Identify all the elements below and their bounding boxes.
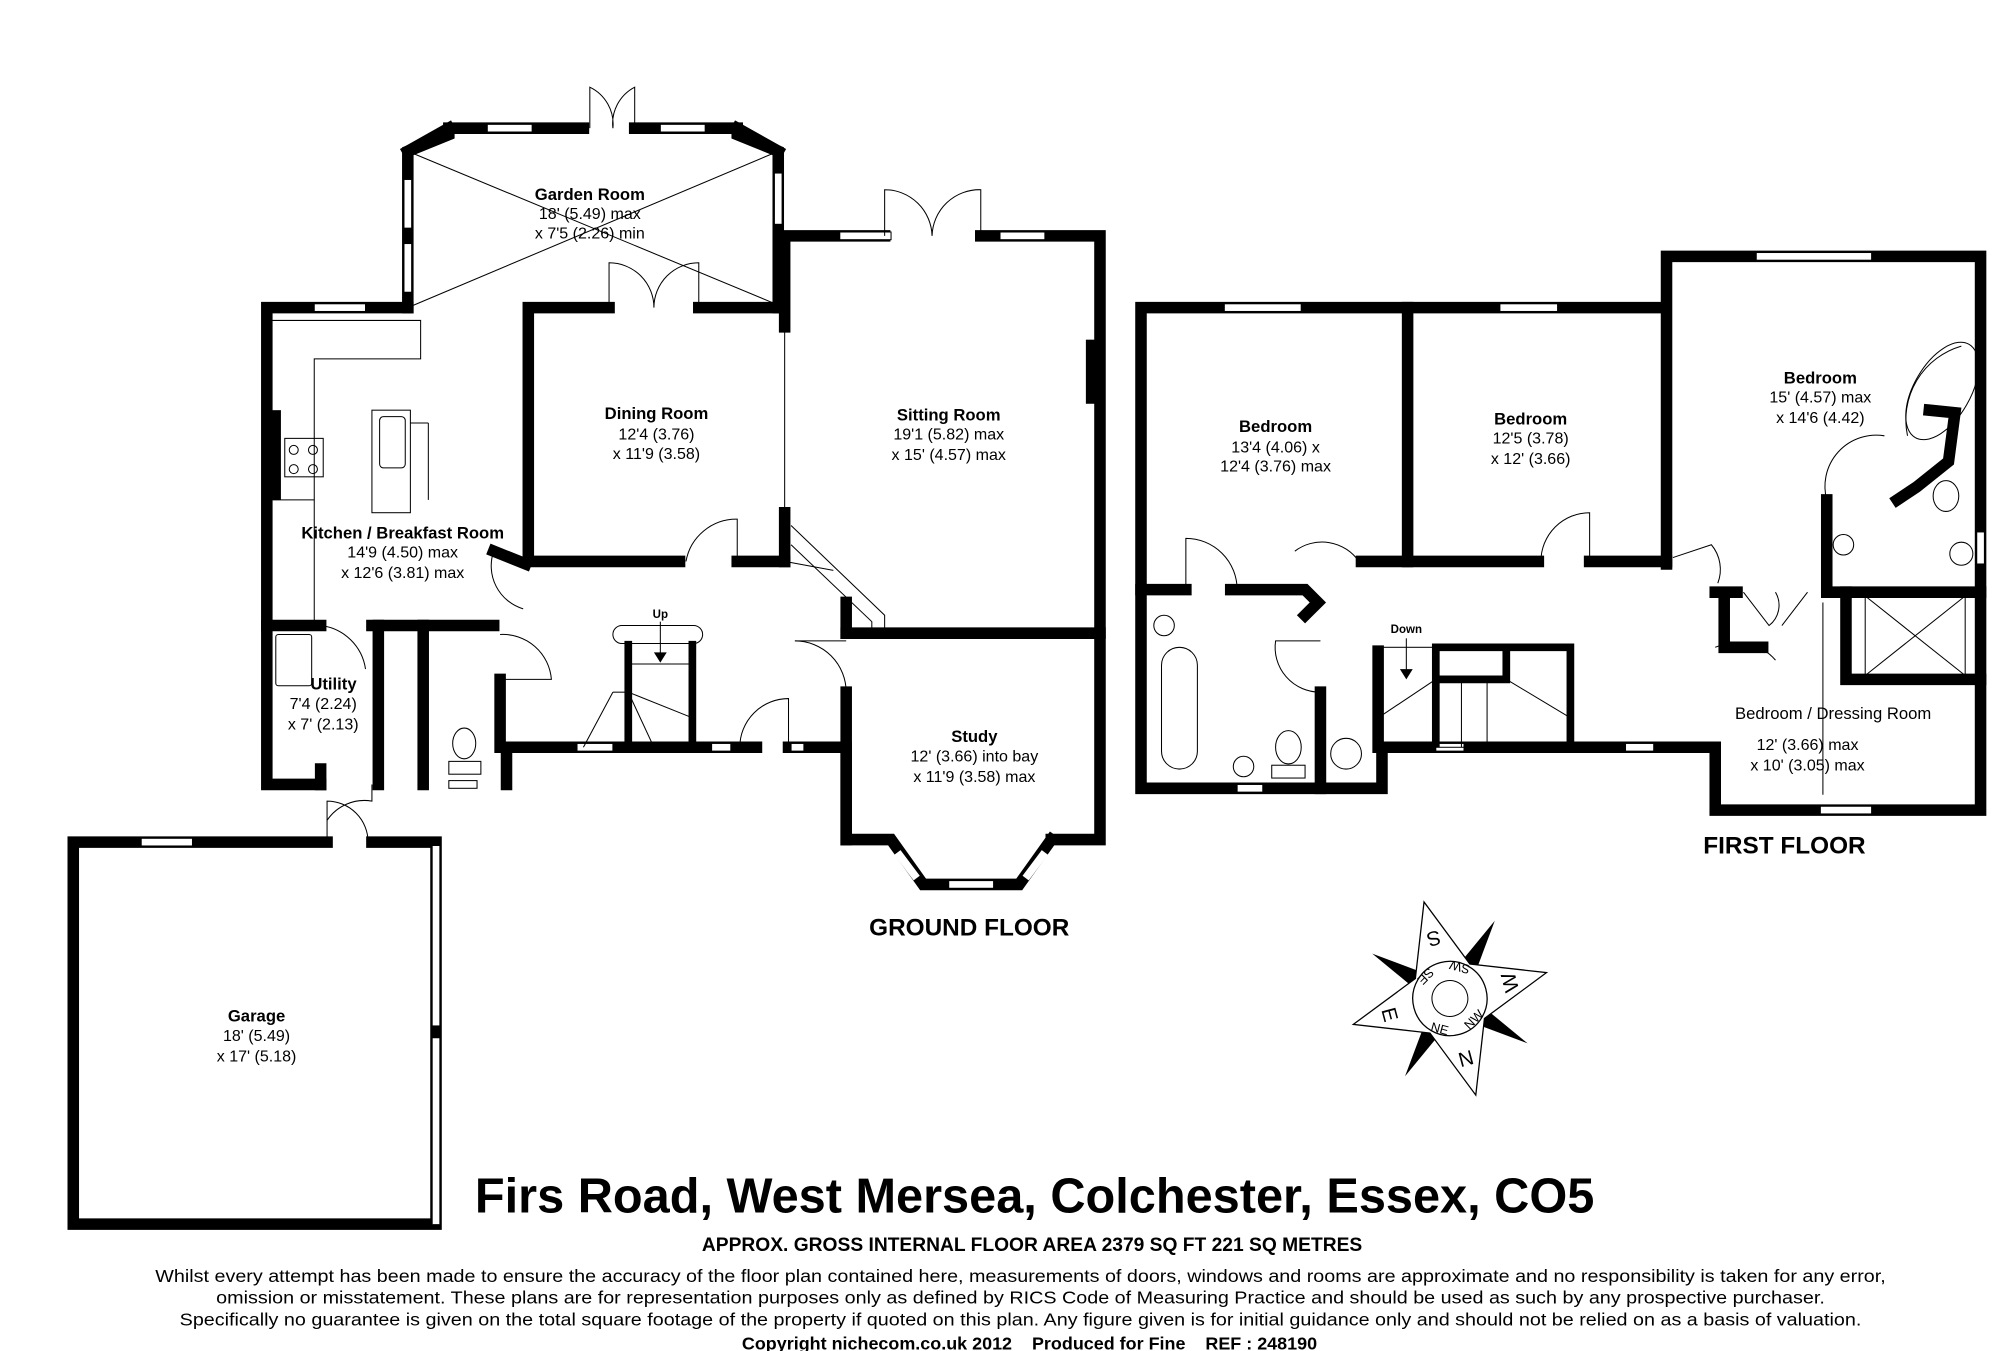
room-name: Bedroom (1494, 409, 1567, 428)
floor-area: APPROX. GROSS INTERNAL FLOOR AREA 2379 S… (702, 1235, 1363, 1256)
room-dimension: x 17' (5.18) (217, 1047, 297, 1065)
room-dimension: 18' (5.49) max (539, 205, 641, 223)
sitting-room-walls (778, 189, 1106, 846)
room-label-bedroom-3: Bedroom 15' (4.57) max x 14'6 (4.42) (1769, 368, 1871, 427)
room-label-study: Study 12' (3.66) into bay x 11'9 (3.58) … (911, 727, 1039, 786)
dining-room-walls (486, 262, 791, 610)
disclaimer-line: Whilst every attempt has been made to en… (155, 1266, 1885, 1286)
room-name: Study (951, 727, 998, 746)
room-dimension: 12' (3.66) max (1757, 736, 1859, 754)
kitchen-walls (261, 301, 429, 791)
copyright: Copyright nichecom.co.uk 2012 Produced f… (742, 1334, 1317, 1351)
stairs-up-label: Up (653, 609, 668, 621)
compass-rose-icon: N S W E SE SW NW NE (1351, 900, 1549, 1097)
hall-walls (261, 619, 852, 846)
ground-floor-plan: Garden Room 18' (5.49) max x 7'5 (2.26) … (67, 86, 1106, 1230)
room-dimension: 15' (4.57) max (1769, 388, 1871, 406)
room-label-dining-room: Dining Room 12'4 (3.76) x 11'9 (3.58) (605, 404, 709, 463)
compass-ne: NE (1429, 1019, 1450, 1038)
room-dimension: 12'4 (3.76) (618, 426, 694, 444)
room-name: Bedroom / Dressing Room (1735, 704, 1931, 723)
property-address: Firs Road, West Mersea, Colchester, Esse… (475, 1170, 1594, 1224)
room-dimension: x 12'6 (3.81) max (341, 564, 464, 582)
room-dimension: 7'4 (2.24) (290, 695, 357, 713)
room-dimension: x 10' (3.05) max (1750, 756, 1864, 774)
room-label-dressing-room: Bedroom / Dressing Room 12' (3.66) max x… (1735, 704, 1931, 774)
compass-south: S (1424, 925, 1443, 951)
room-label-sitting-room: Sitting Room 19'1 (5.82) max x 15' (4.57… (892, 405, 1006, 464)
garage-walls (67, 800, 442, 1230)
room-dimension: x 7'5 (2.26) min (535, 224, 645, 242)
room-dimension: x 15' (4.57) max (892, 446, 1006, 464)
first-floor-walls (1135, 250, 1987, 816)
room-name: Utility (310, 675, 357, 694)
room-name: Bedroom (1239, 417, 1312, 436)
disclaimer-line: Specifically no guarantee is given on th… (180, 1309, 1862, 1329)
footer: Firs Road, West Mersea, Colchester, Esse… (155, 1170, 1885, 1351)
room-name: Sitting Room (897, 405, 1001, 424)
room-name: Kitchen / Breakfast Room (301, 523, 504, 542)
room-name: Garden Room (535, 185, 645, 204)
room-label-garden-room: Garden Room 18' (5.49) max x 7'5 (2.26) … (535, 185, 645, 242)
room-dimension: 13'4 (4.06) x (1231, 438, 1320, 456)
room-label-kitchen: Kitchen / Breakfast Room 14'9 (4.50) max… (301, 523, 504, 582)
room-dimension: 12'5 (3.78) (1493, 429, 1569, 447)
compass-east: E (1376, 1005, 1402, 1024)
room-dimension: 18' (5.49) (223, 1027, 290, 1045)
room-dimension: x 7' (2.13) (288, 715, 359, 733)
room-dimension: x 11'9 (3.58) (613, 445, 700, 463)
room-name: Garage (228, 1007, 285, 1026)
room-label-garage: Garage 18' (5.49) x 17' (5.18) (217, 1007, 297, 1066)
stairs-down-label: Down (1391, 624, 1422, 636)
room-label-bedroom-2: Bedroom 12'5 (3.78) x 12' (3.66) (1491, 409, 1571, 468)
ground-floor-label: GROUND FLOOR (869, 915, 1070, 942)
room-dimension: 12' (3.66) into bay (911, 747, 1039, 765)
room-name: Bedroom (1784, 368, 1857, 387)
room-dimension: x 11'9 (3.58) max (913, 768, 1035, 786)
disclaimer-line: omission or misstatement. These plans ar… (216, 1288, 1825, 1308)
room-dimension: x 14'6 (4.42) (1776, 409, 1865, 427)
first-floor-plan: Bedroom 13'4 (4.06) x 12'4 (3.76) max Be… (1135, 250, 1987, 860)
room-label-bedroom-1: Bedroom 13'4 (4.06) x 12'4 (3.76) max (1220, 417, 1331, 476)
room-label-utility: Utility 7'4 (2.24) x 7' (2.13) (288, 675, 359, 734)
room-dimension: x 12' (3.66) (1491, 450, 1571, 468)
room-dimension: 12'4 (3.76) max (1220, 458, 1331, 476)
room-dimension: 19'1 (5.82) max (893, 426, 1004, 444)
first-floor-label: FIRST FLOOR (1703, 833, 1866, 860)
garden-room-walls (399, 86, 787, 314)
compass-sw: SW (1447, 957, 1472, 977)
room-dimension: 14'9 (4.50) max (347, 544, 458, 562)
room-name: Dining Room (605, 404, 709, 423)
compass-north: N (1456, 1046, 1476, 1072)
